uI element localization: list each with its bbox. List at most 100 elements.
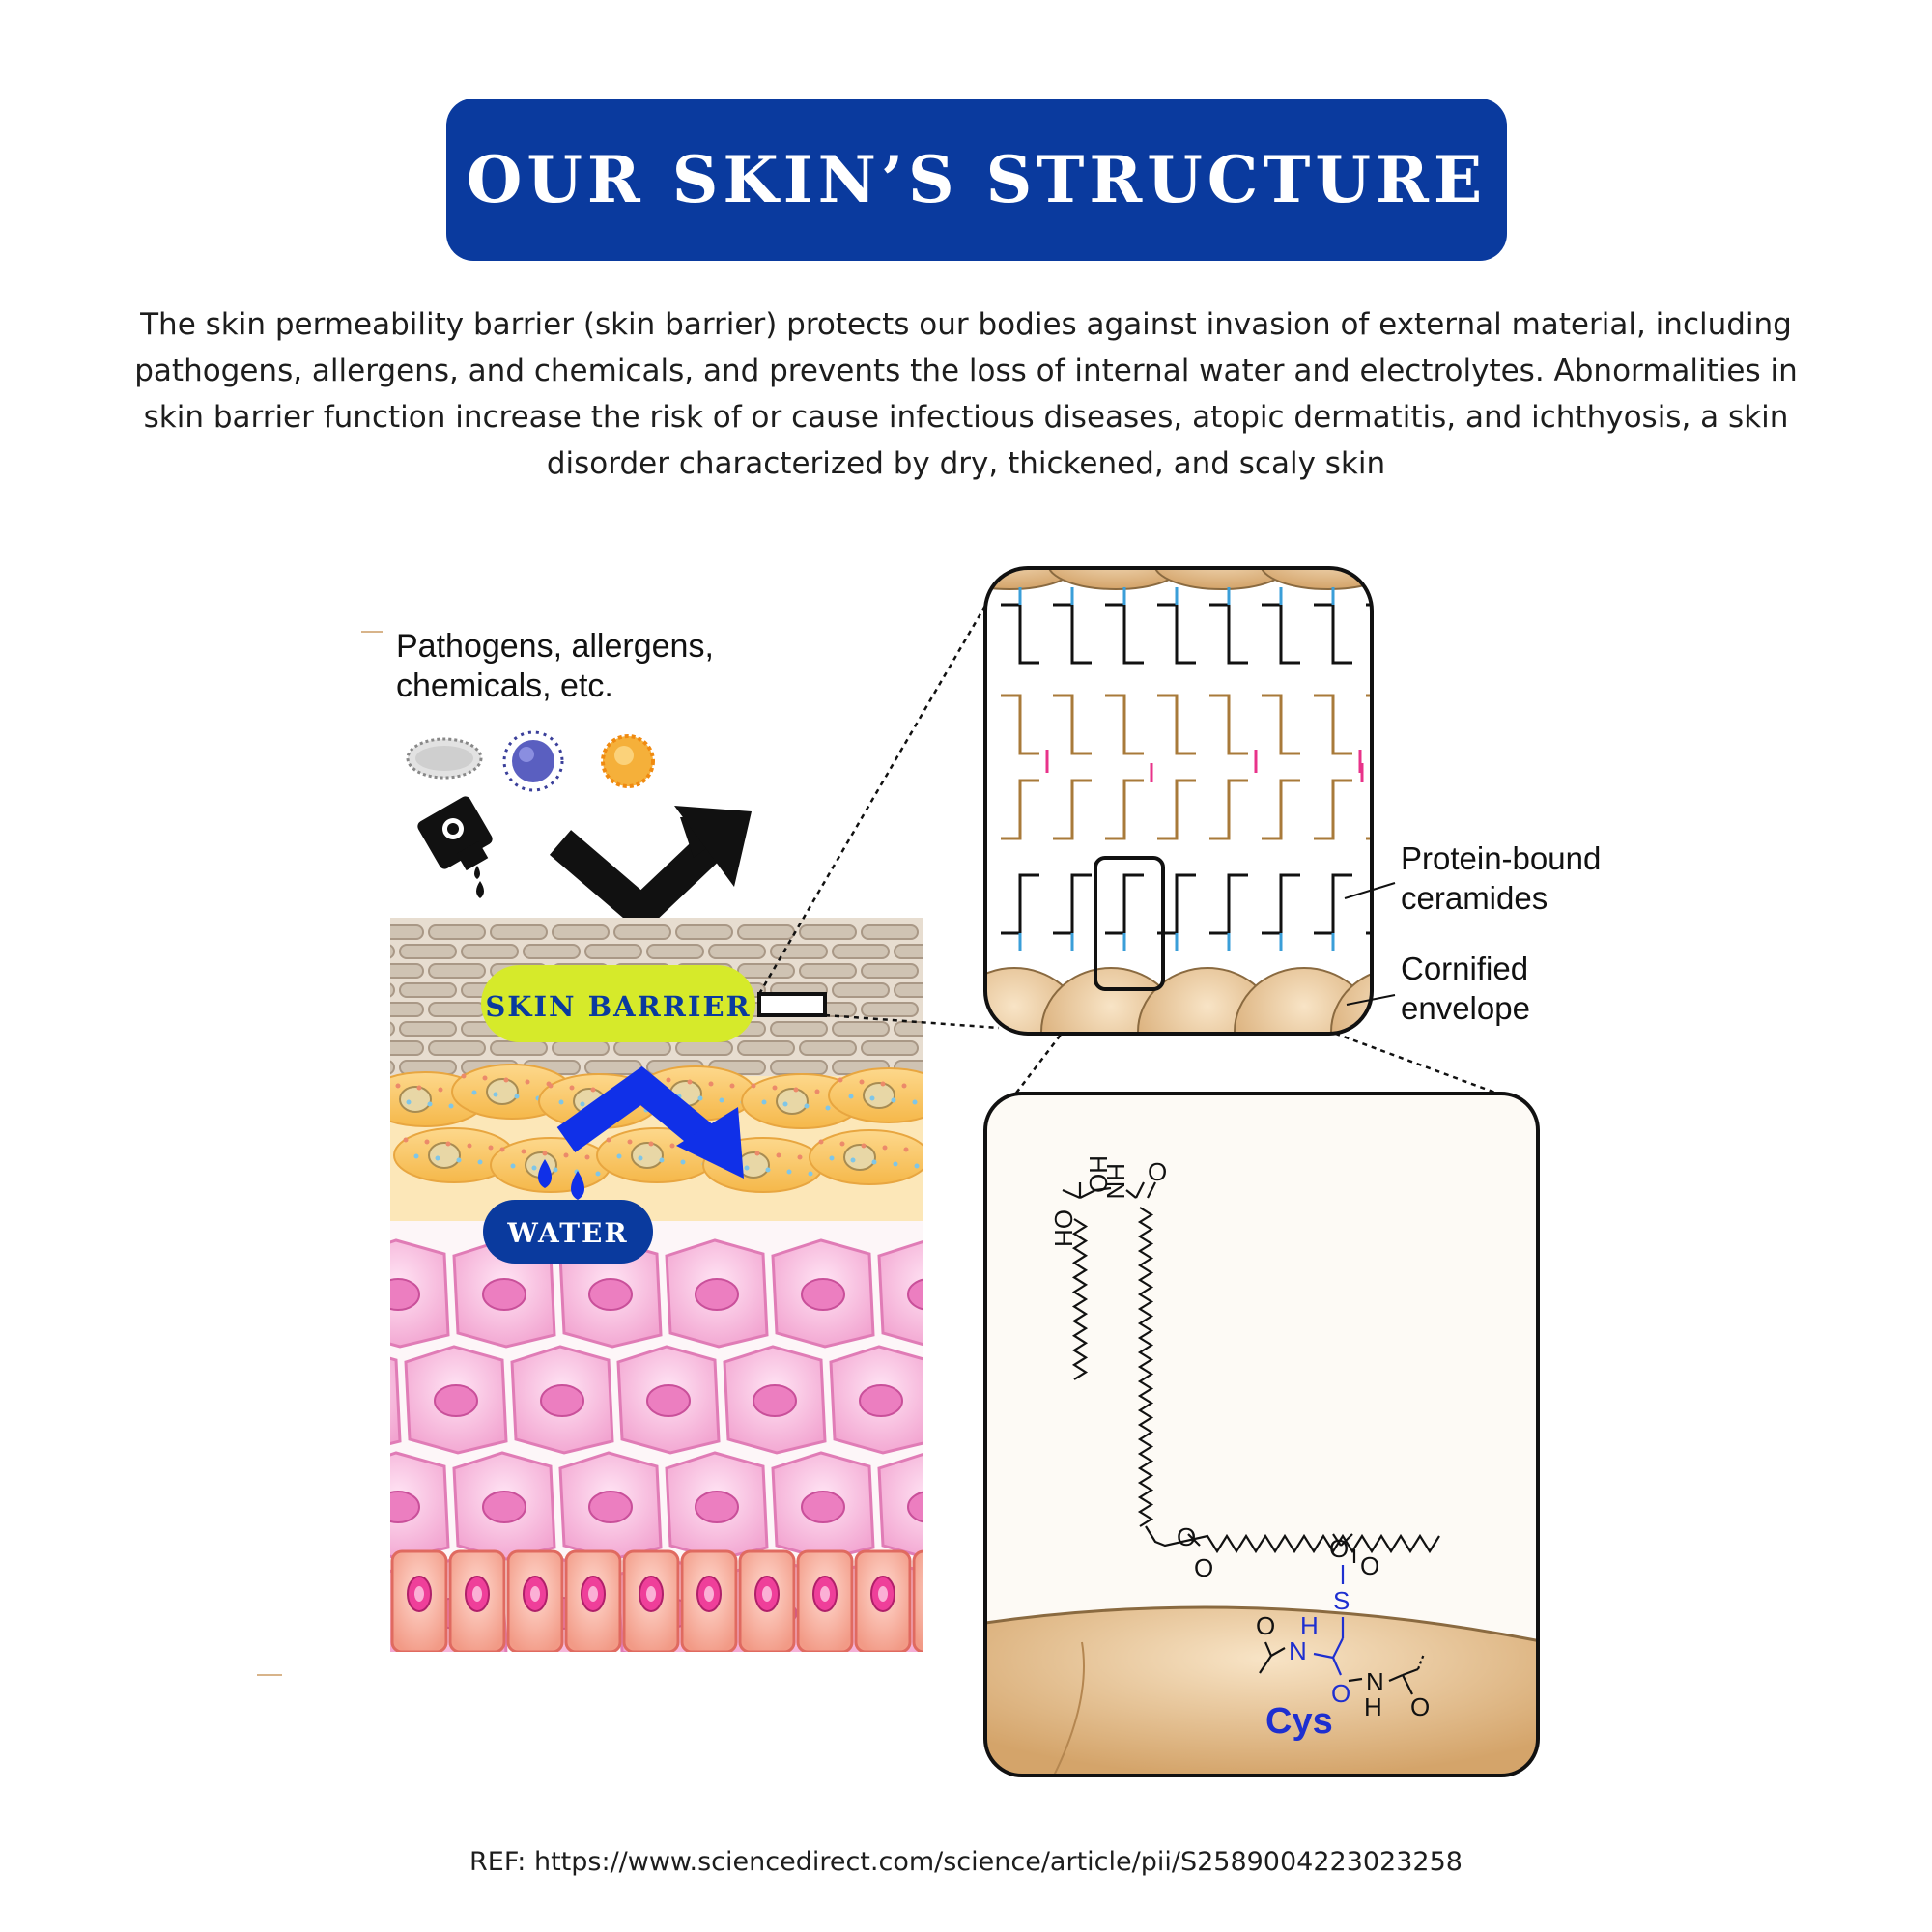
granule-dot — [804, 1103, 810, 1109]
granule-dot — [772, 1085, 778, 1091]
nucleolus — [762, 1586, 772, 1602]
spinous-cell — [877, 1239, 923, 1347]
granule-dot — [669, 1143, 675, 1149]
pathogens-label-line2: chemicals, etc. — [396, 668, 613, 704]
granule-dot — [697, 1095, 703, 1101]
pathogens-label-line1: Pathogens, allergens, — [396, 628, 714, 665]
granule-dot — [751, 1083, 756, 1089]
reflect-arrow-icon — [549, 806, 752, 934]
granule-dot — [435, 1155, 440, 1161]
ceramide-molecule — [1209, 779, 1248, 840]
ceramide-molecule — [1262, 694, 1300, 755]
cell-nucleus — [801, 1278, 845, 1311]
corneocyte — [490, 1040, 548, 1056]
corneocyte — [490, 924, 548, 940]
granule-dot — [869, 1095, 875, 1101]
granule-dot — [814, 1089, 820, 1094]
amide-o-label: O — [1331, 1679, 1350, 1708]
granule-dot — [776, 1152, 781, 1158]
granule-dot — [438, 1087, 443, 1093]
ceramide-molecule — [1157, 873, 1196, 935]
nucleolus — [704, 1586, 714, 1602]
granule-dot — [761, 1099, 767, 1105]
cell-nucleus — [486, 1078, 519, 1105]
cys-label: Cys — [1265, 1701, 1333, 1742]
cysteine-labels: S H N O O N H O Cys — [1256, 1586, 1430, 1742]
ring-o-label: O — [1329, 1534, 1349, 1563]
ceramide-molecule — [1262, 603, 1300, 665]
basal-cell — [912, 1549, 923, 1652]
corneocyte — [523, 944, 581, 959]
corneocyte — [399, 1021, 457, 1037]
cell-nucleus — [929, 1577, 952, 1611]
ceramide-layer-zoom-panel — [983, 566, 1374, 1036]
ceramide-molecule — [1314, 873, 1352, 935]
protein-bound-label-line2: ceramides — [1401, 880, 1548, 916]
granule-dot — [914, 1163, 920, 1169]
ceramide-molecule — [1001, 694, 1039, 755]
keto-o-label: O — [1360, 1551, 1379, 1580]
amine-n-label: N — [1289, 1636, 1307, 1665]
protein-bound-leader — [1344, 882, 1396, 899]
granule-dot — [471, 1090, 477, 1095]
granule-dot — [861, 1143, 867, 1149]
corneocyte — [894, 982, 923, 998]
granule-dot — [616, 1153, 622, 1159]
reference-link[interactable]: REF: https://www.sciencedirect.com/scien… — [469, 1847, 1463, 1877]
corneocyte — [613, 924, 671, 940]
amine-h-label: H — [1300, 1611, 1319, 1640]
granule-dot — [808, 1171, 813, 1177]
ceramide-molecule — [1209, 694, 1248, 755]
granule-dot — [467, 1143, 472, 1149]
corneocyte — [799, 963, 857, 979]
amide-nh-label: HN — [1101, 1163, 1130, 1200]
granule-dot — [482, 1075, 488, 1081]
granule-dot — [829, 1155, 835, 1161]
corneocyte — [584, 944, 642, 959]
water-loss-arrow-icon — [556, 1065, 744, 1179]
granule-dot — [818, 1139, 824, 1145]
nucleolus — [936, 1586, 946, 1602]
corneocyte — [675, 924, 733, 940]
granule-dot — [782, 1101, 788, 1107]
ceramide-molecule — [1053, 873, 1092, 935]
skin-barrier-label: SKIN BARRIER — [485, 990, 751, 1023]
granule-dot — [553, 1167, 558, 1173]
granule-dot — [569, 1085, 575, 1091]
granule-dot — [903, 1147, 909, 1152]
ceramide-molecule — [1053, 779, 1092, 840]
corneocyte — [894, 944, 923, 959]
granule-dot — [403, 1137, 409, 1143]
protein-bound-label-line1: Protein-bound — [1401, 840, 1601, 876]
corneocyte — [861, 1002, 919, 1017]
water-drops-icon — [538, 1159, 584, 1200]
nucleolus — [646, 1586, 656, 1602]
ceramide-molecule — [1209, 603, 1248, 665]
corneocyte — [428, 924, 486, 940]
cornified-leader — [1346, 994, 1396, 1006]
ceramide-molecule — [1105, 694, 1144, 755]
cell-nucleus — [695, 1491, 739, 1523]
granule-dot — [590, 1087, 596, 1093]
cell-nucleus — [801, 1491, 845, 1523]
cell-nucleus — [588, 1491, 633, 1523]
corneocyte — [390, 1021, 395, 1037]
granule-dot — [793, 1087, 799, 1093]
ceramide-molecule — [1157, 694, 1196, 755]
ester-o-label-2: O — [1194, 1553, 1213, 1582]
ceramide-molecule — [1262, 779, 1300, 840]
corneocyte — [770, 1060, 828, 1075]
amide-n-label: N — [1366, 1667, 1384, 1696]
ceramide-molecule — [1001, 603, 1039, 665]
corneocyte — [390, 1002, 424, 1017]
granule-dot — [848, 1094, 854, 1099]
nucleolus — [472, 1586, 482, 1602]
granule-dot — [659, 1157, 665, 1163]
granule-dot — [859, 1079, 865, 1085]
granule-dot — [744, 1165, 750, 1171]
ceramide-zoom-box — [1094, 856, 1165, 991]
ceramide-molecule — [1157, 603, 1196, 665]
corneocyte — [399, 982, 457, 998]
cell-nucleus — [907, 1278, 923, 1311]
corneocyte — [428, 963, 486, 979]
